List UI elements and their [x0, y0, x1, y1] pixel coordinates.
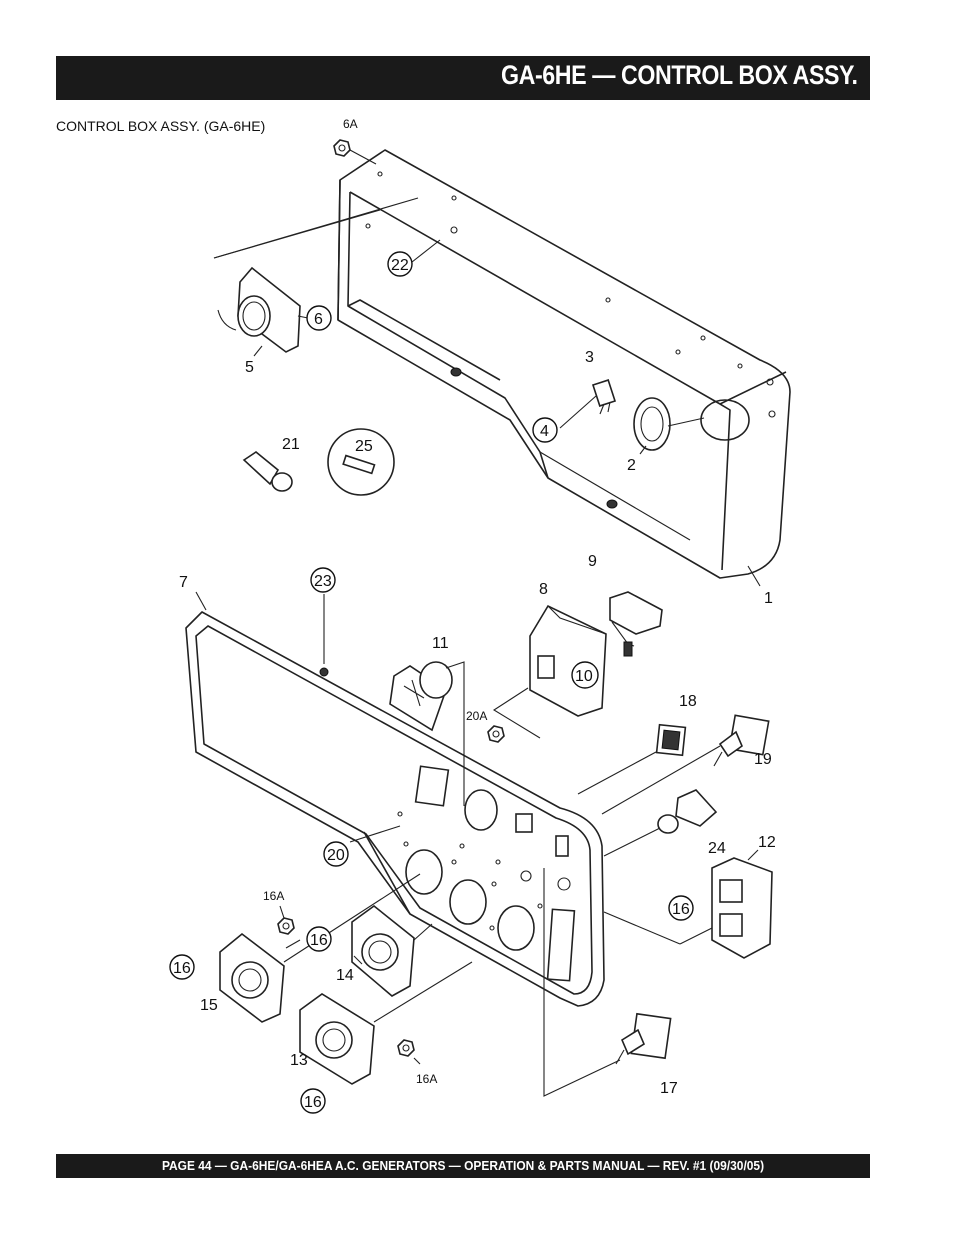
receptacle-13	[299, 961, 473, 1085]
callout-12: 12	[758, 834, 776, 851]
callout-16-middle: 16	[310, 932, 328, 949]
callout-labels: 6A 22 6 5 3 4 2 21 25 1 7 23 11 8 9 10 2…	[169, 117, 776, 1114]
callout-22: 22	[391, 257, 409, 274]
callout-6a: 6A	[343, 117, 358, 131]
rocker-switch	[577, 723, 687, 795]
callout-11: 11	[432, 635, 449, 652]
front-panel	[185, 611, 605, 1007]
receptacle-14	[351, 904, 433, 997]
callout-20: 20	[327, 847, 345, 864]
callout-18: 18	[679, 693, 697, 710]
nut-16a-lower	[397, 1039, 415, 1057]
callout-7: 7	[179, 574, 188, 591]
receptacle-15	[219, 873, 421, 1023]
callout-16-left: 16	[173, 960, 191, 977]
hour-meter	[213, 197, 419, 353]
page-footer: PAGE 44 — GA-6HE/GA-6HEA A.C. GENERATORS…	[161, 1158, 765, 1173]
fuse	[327, 428, 395, 496]
control-box-housing	[337, 149, 791, 579]
callout-23: 23	[314, 573, 332, 590]
callout-16-bottom: 16	[304, 1094, 322, 1111]
callout-24: 24	[708, 840, 726, 857]
diagram-caption: CONTROL BOX ASSY. (GA-6HE)	[56, 118, 266, 134]
callout-10: 10	[575, 668, 593, 685]
leader-lines	[195, 239, 761, 1065]
callout-14: 14	[336, 967, 354, 984]
toggle-switch-17	[543, 868, 672, 1097]
gfci-receptacle	[603, 857, 773, 959]
nut-6a	[333, 139, 377, 165]
callout-15: 15	[200, 997, 218, 1014]
callout-16-right: 16	[672, 901, 690, 918]
fuse-holder	[242, 451, 293, 492]
voltmeter	[389, 661, 465, 806]
callout-25: 25	[355, 438, 373, 455]
page-title-bar: GA-6HE — CONTROL BOX ASSY.	[56, 56, 870, 100]
nut-16a-upper	[277, 917, 295, 935]
callout-8: 8	[539, 581, 548, 598]
callout-6: 6	[314, 311, 323, 328]
page-footer-bar: PAGE 44 — GA-6HE/GA-6HEA A.C. GENERATORS…	[56, 1154, 870, 1178]
callout-20a: 20A	[466, 709, 487, 723]
page-title: GA-6HE — CONTROL BOX ASSY.	[501, 60, 858, 90]
callout-17: 17	[660, 1080, 678, 1097]
callout-4: 4	[540, 423, 549, 440]
toggle-switch-19	[601, 714, 770, 815]
callout-19: 19	[754, 751, 772, 768]
callout-3: 3	[585, 349, 594, 366]
callout-16a-lower: 16A	[416, 1072, 437, 1086]
push-button	[603, 789, 718, 857]
callout-9: 9	[588, 553, 597, 570]
terminal-block	[591, 379, 617, 415]
callout-2: 2	[627, 457, 636, 474]
callout-5: 5	[245, 359, 254, 376]
nut-20a	[487, 725, 505, 743]
grommet	[633, 397, 705, 451]
callout-13: 13	[290, 1052, 308, 1069]
callout-1: 1	[764, 590, 773, 607]
callout-16a-upper: 16A	[263, 889, 284, 903]
callout-21: 21	[282, 436, 300, 453]
